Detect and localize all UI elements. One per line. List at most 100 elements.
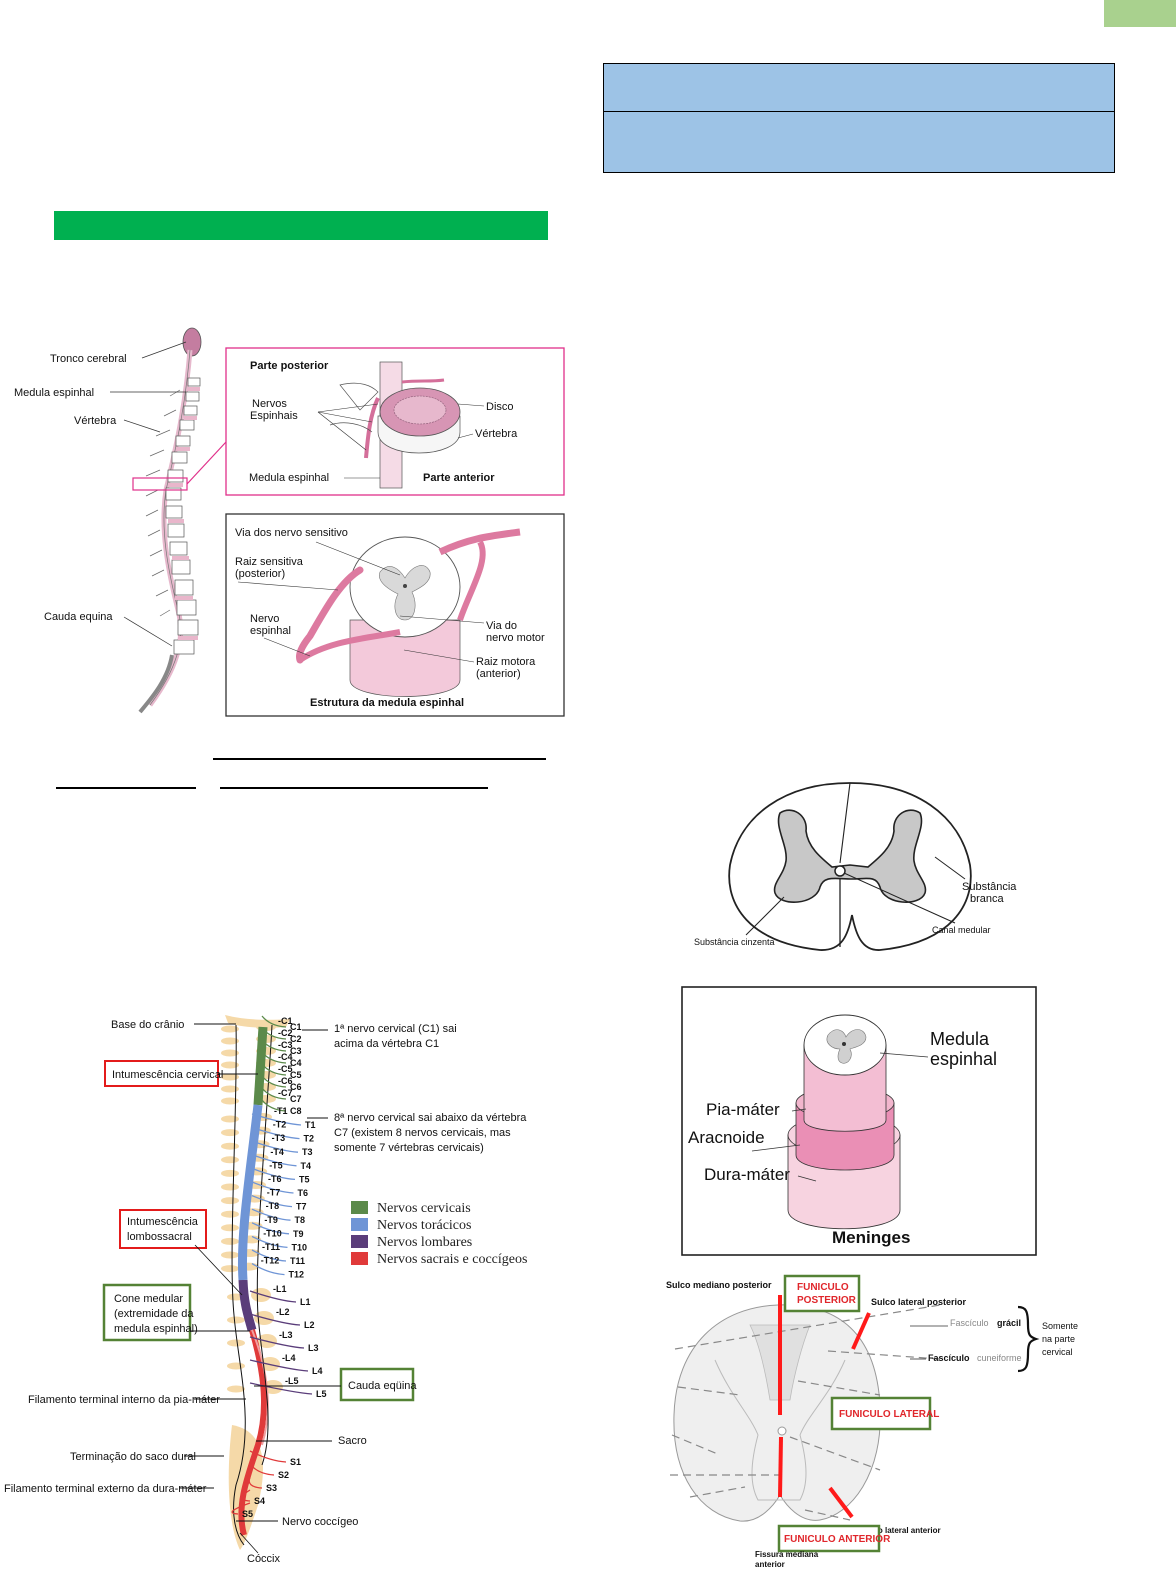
note-c1-line2: acima da vértebra C1	[334, 1038, 439, 1050]
nerve-root	[251, 1113, 302, 1126]
vertebra-label: -T1	[274, 1106, 288, 1116]
posterior-lateral-line	[851, 1312, 871, 1350]
label-parte-posterior: Parte posterior	[250, 360, 329, 372]
anterior-lateral-line	[828, 1486, 854, 1519]
nerve-label: T2	[304, 1134, 315, 1144]
vertebra-process	[221, 1049, 239, 1057]
vertebra-process	[221, 1142, 239, 1150]
nerve-label: C3	[290, 1046, 302, 1056]
label-na-parte: na parte	[1042, 1334, 1075, 1344]
inset-title: Estrutura da medula espinhal	[310, 697, 464, 709]
vertebra-process	[221, 1169, 239, 1177]
nerve-root	[251, 1140, 299, 1153]
nerve-label: T4	[301, 1161, 312, 1171]
header-box	[603, 63, 1115, 173]
vertebra-label: -T6	[268, 1174, 282, 1184]
vertebra-process	[221, 1183, 239, 1191]
vertebra-process	[221, 1156, 239, 1164]
legend-label: Nervos sacrais e coccígeos	[377, 1252, 527, 1267]
brace-icon	[1017, 1305, 1040, 1373]
label-sacro: Sacro	[338, 1435, 367, 1447]
label-fasciculo-cuneiforme-b: cuneiforme	[977, 1353, 1022, 1363]
vertebra-label: -C5	[278, 1064, 293, 1074]
label-medula-inset: Medula espinhal	[249, 472, 329, 484]
header-box-row	[604, 64, 1114, 112]
label-lombossacral: lombossacral	[127, 1231, 192, 1243]
note-c8-line3: somente 7 vértebras cervicais)	[334, 1142, 484, 1154]
nerve-label: T11	[290, 1256, 305, 1266]
vertebra-label: -C2	[278, 1028, 293, 1038]
label-via-do: Via do	[486, 620, 517, 632]
callout-cauda-equina	[339, 1367, 415, 1402]
vertebra-label: -L1	[273, 1284, 287, 1294]
vertebra-process	[227, 1385, 245, 1393]
vertebra-label: -C1	[278, 1016, 293, 1026]
nerve-root	[261, 1099, 287, 1112]
vertebra-process	[221, 1037, 239, 1045]
nerve-label: T12	[289, 1270, 305, 1280]
meninges-figure: Medula espinhal Pia-máter Aracnoide Dura…	[681, 986, 1037, 1256]
nerve-root	[231, 1502, 251, 1515]
lumbar-segment	[238, 1279, 257, 1332]
section-bar	[54, 211, 548, 240]
legend-swatch	[351, 1235, 368, 1248]
vertebra-label: -T11	[262, 1242, 280, 1252]
nerve-root	[261, 1087, 287, 1100]
label-fasciculo-cuneiforme-a: Fascículo	[928, 1353, 970, 1363]
nerve-root	[261, 1063, 287, 1076]
label-fissura-mediana: Fissura mediana	[755, 1550, 819, 1559]
vertebra-process	[221, 1073, 239, 1081]
nerve-label: S3	[266, 1483, 277, 1493]
label-intumescencia-cervical: Intumescência cervical	[112, 1069, 223, 1081]
vertebra-process	[227, 1339, 245, 1347]
nerve-root	[261, 1051, 287, 1064]
blank-line	[220, 787, 488, 789]
nerve-label: L3	[308, 1343, 319, 1353]
nerve-label: T10	[292, 1242, 308, 1252]
vertebra-process	[221, 1237, 239, 1245]
nerve-label: C8	[290, 1106, 302, 1116]
spinal-nerves-figure: C1C2C3C4C5C6C7C8T1T2T3T4T5T6T7T8T9T10T11…	[4, 1015, 527, 1565]
blank-line	[213, 758, 546, 760]
vertebra-process	[221, 1129, 239, 1137]
vertebra-label: -T7	[267, 1188, 281, 1198]
callout-intumescencia-cervical	[104, 1060, 219, 1087]
legend-label: Nervos torácicos	[377, 1218, 471, 1233]
nerve-root	[251, 1181, 294, 1194]
label-raiz-motora: Raiz motora	[476, 656, 536, 668]
label-cone-medular-3: medula espinhal)	[114, 1323, 198, 1335]
label-canal-medular: Canal medular	[932, 925, 991, 935]
nerve-root	[251, 1263, 285, 1276]
legend-swatch	[351, 1252, 368, 1265]
nerve-label: S2	[278, 1470, 289, 1480]
nerve-root	[261, 1027, 287, 1040]
legend-label: Nervos cervicais	[377, 1201, 471, 1216]
label-aracnoide: Aracnoide	[688, 1128, 765, 1147]
vertebra-label: -L2	[276, 1307, 290, 1317]
label-dura-mater: Dura-máter	[704, 1165, 790, 1184]
nerve-root	[251, 1249, 287, 1262]
label-terminacao-saco-dural: Terminação do saco dural	[70, 1451, 196, 1463]
nerve-root	[249, 1359, 309, 1372]
nerve-root	[241, 1489, 251, 1502]
nerve-label: T1	[305, 1120, 316, 1130]
note-c8-line1: 8ª nervo cervical sai abaixo da vértebra	[334, 1112, 527, 1124]
spine-overview-figure: Tronco cerebral Medula espinhal Vértebra…	[14, 327, 565, 717]
label-cone-medular: Cone medular	[114, 1293, 183, 1305]
vertebra-label: -T3	[272, 1133, 286, 1143]
nerve-root	[251, 1222, 290, 1235]
vertebra-label: -T10	[263, 1228, 282, 1238]
nerve-root	[251, 1167, 296, 1181]
nerve-label: C1	[290, 1022, 302, 1032]
label-substancia-cinzenta: Substância cinzenta	[694, 937, 775, 947]
label-sulco-lateral-anterior: Sulco lateral anterior	[861, 1526, 941, 1535]
nerve-label: L1	[300, 1297, 311, 1307]
vertebra-label: -L4	[282, 1353, 296, 1363]
label-fasciculo-gracil-b: grácil	[997, 1318, 1021, 1328]
label-raiz-sensitiva-sub: (posterior)	[235, 568, 285, 580]
label-posterior: POSTERIOR	[797, 1295, 857, 1306]
legend-swatch	[351, 1218, 368, 1231]
label-raiz-sensitiva: Raiz sensitiva	[235, 556, 304, 568]
label-nervo: Nervo	[250, 613, 279, 625]
